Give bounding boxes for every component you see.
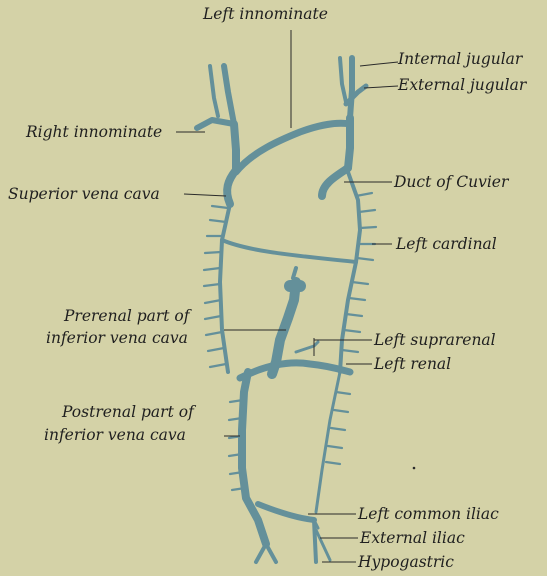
leader-lines — [176, 30, 398, 562]
left-innominate-vein — [236, 123, 350, 172]
cross-anastomosis — [222, 240, 356, 262]
left-cardinal-vein — [340, 172, 360, 372]
label-left-cardinal: Left cardinal — [395, 235, 497, 253]
label-prerenal-line1: Prerenal part of — [63, 307, 193, 325]
stray-dot — [413, 467, 416, 470]
label-right-innominate: Right innominate — [25, 123, 162, 141]
label-left-suprarenal: Left suprarenal — [373, 331, 496, 349]
vein-system — [197, 58, 366, 562]
hepatic-tip — [293, 268, 296, 278]
label-hypogastric: Hypogastric — [357, 553, 454, 571]
label-superior-vena-cava: Superior vena cava — [8, 185, 160, 203]
intersegmental-branches — [204, 193, 376, 490]
right-cardinal-vein — [220, 204, 230, 372]
label-prerenal-line2: inferior vena cava — [46, 329, 188, 347]
label-external-iliac: External iliac — [359, 529, 465, 547]
label-external-jugular: External jugular — [397, 76, 528, 94]
label-left-renal: Left renal — [373, 355, 451, 373]
right-internal-jugular — [224, 66, 234, 124]
label-duct-of-cuvier: Duct of Cuvier — [393, 173, 510, 191]
postrenal-ivc-vein — [242, 372, 266, 544]
label-postrenal-line1: Postrenal part of — [61, 403, 197, 421]
left-renal-vein — [240, 363, 350, 378]
label-left-innominate: Left innominate — [202, 5, 328, 23]
right-external-iliac — [256, 544, 266, 562]
left-common-iliac-vein — [258, 504, 314, 520]
label-left-common-iliac: Left common iliac — [357, 505, 499, 523]
left-suprarenal-vein — [296, 342, 318, 352]
left-external-jugular — [340, 58, 346, 102]
left-internal-jugular — [350, 58, 352, 118]
right-external-jugular — [210, 66, 218, 116]
label-internal-jugular: Internal jugular — [397, 50, 524, 68]
label-postrenal-line2: inferior vena cava — [44, 426, 186, 444]
left-hypogastric-vein — [316, 530, 330, 560]
right-jugular-branch — [197, 120, 234, 128]
right-hypogastric — [266, 544, 276, 562]
right-innominate-vein — [234, 124, 236, 170]
